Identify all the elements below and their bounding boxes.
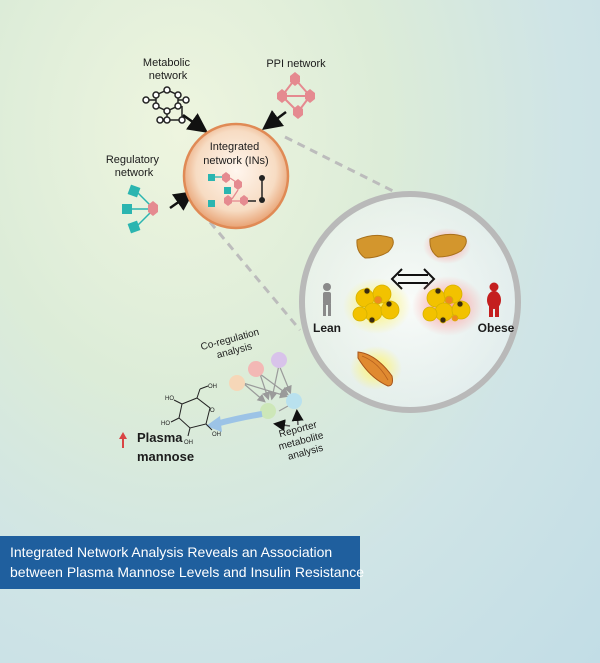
co-regulation-label: Co-regulation analysis xyxy=(200,326,267,364)
caption-banner: Integrated Network Analysis Reveals an A… xyxy=(0,536,365,589)
svg-text:OH: OH xyxy=(212,432,221,438)
coreg-node xyxy=(271,352,287,368)
reporter-arrow xyxy=(273,419,291,432)
coreg-node xyxy=(286,393,302,409)
blue-flow-arrowhead xyxy=(206,416,222,432)
regulatory-arrow xyxy=(169,191,195,211)
mannose-structure-atoms: OH O HO HO OH OH xyxy=(161,384,221,446)
obese-person-icon xyxy=(487,282,501,317)
dashed-connector xyxy=(284,135,396,194)
integrated-network-icon xyxy=(208,172,265,207)
ppi-network-label: PPI network xyxy=(266,58,326,70)
caption-line-2: between Plasma Mannose Levels and Insuli… xyxy=(10,564,365,580)
lean-label: Lean xyxy=(313,321,341,335)
coreg-node xyxy=(248,361,264,377)
reporter-arrow xyxy=(291,409,304,426)
obese-liver-icon xyxy=(429,233,467,258)
obese-label: Obese xyxy=(478,321,515,335)
metabolic-arrow xyxy=(182,113,209,133)
mannose-structure-icon xyxy=(170,385,213,437)
plasma-mannose-label: Plasma mannose xyxy=(137,430,194,464)
metabolic-network-label: Metabolic network xyxy=(143,57,193,82)
ppi-arrow xyxy=(262,110,287,130)
svg-text:O: O xyxy=(210,408,215,414)
coreg-node xyxy=(229,375,245,391)
lean-adipose-icon xyxy=(352,284,400,324)
caption-line-1: Integrated Network Analysis Reveals an A… xyxy=(10,544,333,560)
svg-text:HO: HO xyxy=(161,421,170,427)
svg-text:OH: OH xyxy=(184,440,193,446)
lean-person-icon xyxy=(323,283,331,316)
svg-text:HO: HO xyxy=(165,396,174,402)
coreg-node xyxy=(260,403,276,419)
blue-flow-arrow xyxy=(215,411,263,427)
integrated-network-label: Integrated network (INs) xyxy=(203,141,268,167)
dashed-connector xyxy=(208,221,302,331)
lean-liver-icon xyxy=(356,234,394,259)
obese-adipose-icon xyxy=(422,284,471,324)
regulatory-network-icon xyxy=(122,184,158,234)
metabolic-network-icon xyxy=(142,86,190,124)
regulatory-network-label: Regulatory network xyxy=(106,154,162,179)
increase-arrow-icon xyxy=(119,432,127,448)
svg-text:OH: OH xyxy=(208,384,217,390)
muscle-icon xyxy=(357,351,393,387)
ppi-network-icon xyxy=(277,72,315,119)
co-regulation-edges xyxy=(242,364,292,412)
integrated-network-circle xyxy=(182,122,290,230)
